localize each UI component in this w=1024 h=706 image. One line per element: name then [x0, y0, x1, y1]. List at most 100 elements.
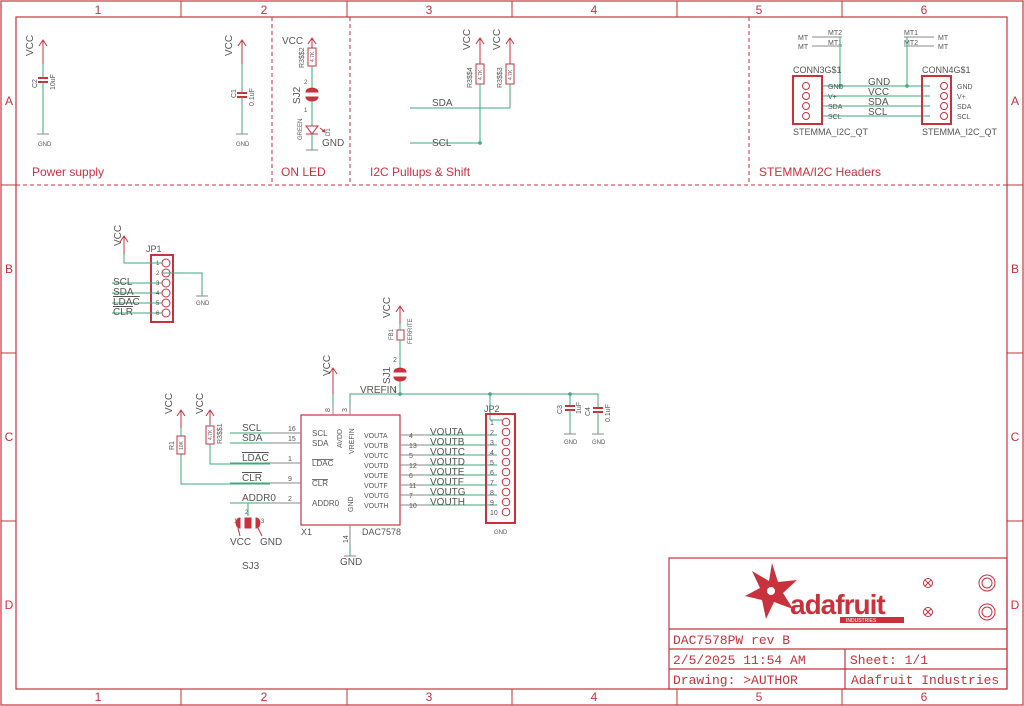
pin-number: 8 [490, 490, 494, 497]
connector-name: CONN3G$1 [793, 65, 842, 75]
row-label: C [5, 430, 14, 444]
pin-number: 2 [156, 271, 160, 277]
resistor-name: R3$$1 [217, 423, 224, 444]
pin-name: AVDD [337, 429, 344, 448]
connector-part: STEMMA_I2C_QT [793, 127, 869, 137]
chip-refdes: X1 [301, 527, 312, 537]
net-label: VOUTF [430, 477, 464, 488]
pin-number: 1 [393, 387, 397, 394]
drawing-author: Drawing: >AUTHOR [673, 673, 798, 688]
pin-number: 9 [490, 500, 494, 507]
header-pin [501, 447, 511, 457]
pin-name: V+ [957, 94, 966, 101]
mt-label: MT [798, 35, 809, 42]
pin-number: 1 [304, 108, 308, 114]
pin-number: 2 [393, 357, 397, 364]
resistor-name: R3$$3 [497, 67, 504, 88]
pin-number: 8 [325, 408, 332, 412]
c3-name: C3 [557, 405, 564, 414]
pin-number: 3 [490, 440, 494, 447]
pin-number: 6 [409, 473, 413, 480]
pin-name: GND [957, 84, 973, 91]
adafruit-logo: adafruit INDUSTRIES [745, 563, 904, 624]
c4-value: 0.1uF [605, 404, 612, 422]
company-name: Adafruit Industries [851, 673, 999, 688]
pin-number: 5 [490, 460, 494, 467]
solder-jumper-name: SJ2 [292, 86, 303, 104]
pin-number: 10 [409, 503, 417, 510]
pin-number: 1 [288, 456, 292, 463]
mt-label: MT [798, 44, 809, 51]
power-supply-block: VCC VCC C2 10uF C1 0.1uF GND GND [25, 35, 256, 148]
section-titles: Power supply ON LED I2C Pullups & Shift … [32, 165, 881, 179]
resistor-value: 10K [179, 440, 185, 450]
header-pin [501, 467, 511, 477]
pin-number: 4 [156, 291, 160, 297]
connector-part: STEMMA_I2C_QT [922, 127, 998, 137]
net-label-scl: SCL [113, 277, 133, 288]
pin-number: 5 [409, 453, 413, 460]
col-label: 1 [95, 690, 102, 704]
pin-number: 11 [409, 483, 416, 490]
pin-number: 2 [304, 80, 308, 86]
pin-number: 10 [490, 510, 498, 517]
pin-number: 1 [156, 261, 160, 267]
mt-name: MT1 [828, 40, 842, 47]
title-block: adafruit INDUSTRIES DAC7578PW rev B 2/5/… [668, 557, 1008, 690]
c3-value: 1uF [576, 402, 583, 414]
pin-number: 4 [490, 450, 494, 457]
gnd-label: GND [564, 440, 578, 446]
net-label: VOUTD [430, 457, 465, 468]
col-label: 6 [921, 690, 928, 704]
header-name: JP1 [146, 244, 162, 254]
i2c-pullups-block: VCC VCC R3$$4 4.7K R3$$3 4.7K SDA SCL [410, 29, 515, 149]
pin-number: 9 [288, 476, 292, 483]
vcc-label: VCC [462, 29, 473, 50]
pin-number: 16 [288, 426, 296, 433]
vcc-label: VCC [25, 35, 36, 56]
stemma-block: MT MT MT2 MT1 MT1 MT2 MT MT [792, 30, 998, 137]
header-pin [501, 507, 511, 517]
gnd-label: GND [236, 142, 250, 148]
sj3-jumper: 1 2 3 VCC GND SJ3 [230, 503, 282, 572]
net-label-vrefin: VREFIN [360, 385, 397, 396]
logo-subtitle: INDUSTRIES [846, 618, 877, 624]
pin-name: SCL [957, 114, 971, 121]
logo-wordmark: adafruit [790, 589, 885, 620]
pin-number: 13 [409, 443, 417, 450]
net-label-scl: SCL [432, 138, 452, 149]
net-label: VOUTA [430, 427, 464, 438]
pin-number: 5 [156, 301, 160, 307]
pin-name: VOUTB [364, 443, 388, 450]
pin-name: SCL [312, 429, 328, 438]
mt-name: MT1 [904, 30, 918, 37]
pin-number: 1 [234, 519, 238, 525]
pin-number: 3 [261, 519, 265, 525]
gnd-label: GND [196, 301, 210, 307]
pin-number: 6 [156, 311, 160, 317]
vcc-label: VCC [322, 355, 333, 376]
pin-name: VOUTD [364, 463, 389, 470]
pin-number: 2 [245, 510, 249, 516]
pin-name: VOUTH [364, 503, 389, 510]
header-pin [501, 477, 511, 487]
row-label: A [1011, 94, 1019, 108]
pin-name: VOUTC [364, 453, 389, 460]
pin-name: GND [828, 84, 844, 91]
gnd-label: GND [340, 557, 362, 568]
mt-label: MT [938, 44, 949, 51]
pin-number: 7 [409, 493, 413, 500]
solder-jumper-name: SJ3 [242, 561, 260, 572]
col-label: 2 [261, 690, 268, 704]
pin-name: VOUTG [364, 493, 389, 500]
pin-name: SDA [828, 104, 843, 111]
pin-name: VOUTE [364, 473, 388, 480]
pin-name: V+ [828, 94, 837, 101]
col-label: 3 [426, 3, 433, 17]
mt-name: MT2 [904, 40, 918, 47]
sheet-number: Sheet: 1/1 [850, 653, 928, 668]
c2-value: 10uF [50, 74, 57, 90]
